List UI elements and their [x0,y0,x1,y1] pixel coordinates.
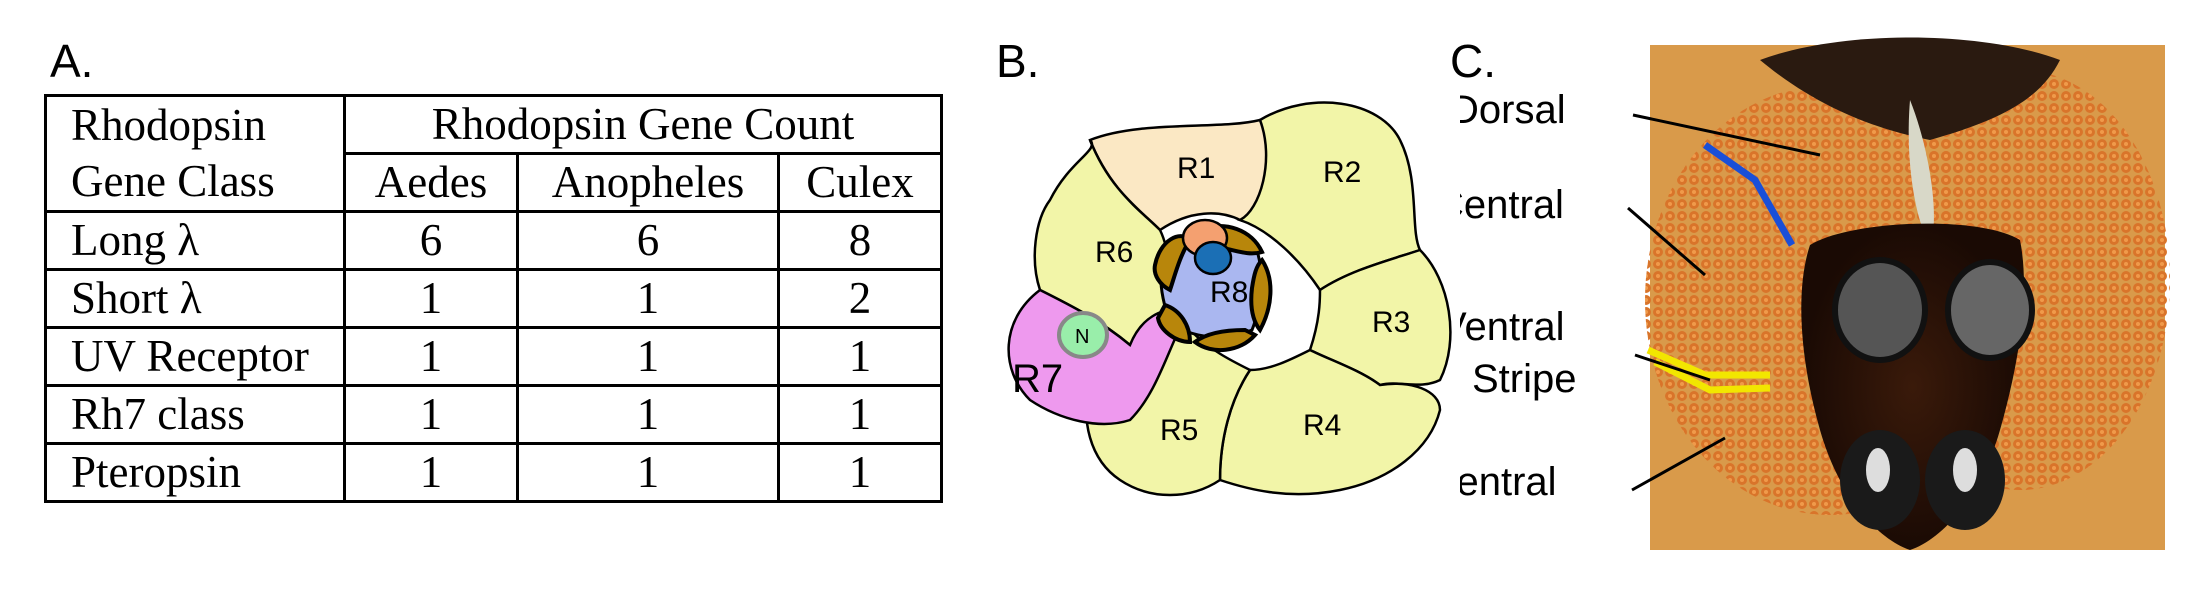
antenna-base-left [1832,257,1928,363]
table-row: Long λ 6 6 8 [44,210,943,271]
row-class: UV Receptor [44,326,346,387]
ventral-stripe-marker-1 [1646,346,1770,379]
table-row: UV Receptor 1 1 1 [44,326,943,387]
cell-value: 1 [777,384,943,445]
label-r8: R8 [1210,276,1248,309]
cell-value: 1 [777,326,943,387]
row-class: Pteropsin [44,442,346,503]
cell-value: 8 [777,210,943,271]
leader-central [1627,206,1706,277]
row-class: Long λ [44,210,346,271]
cell-value: 1 [343,384,519,445]
mosquito-eye-photo: Dorsal Central Ventral Stripe Ventral [1460,37,2170,550]
rhabdomere-3 [1249,256,1273,334]
cell-value: 1 [516,384,780,445]
row-class: Rh7 class [44,384,346,445]
highlight-left [1866,448,1890,492]
cell-value: 1 [516,326,780,387]
label-r6: R6 [1095,236,1133,269]
species-aedes: Aedes [343,152,519,213]
central-stripe [1908,100,1934,245]
annotation-ventral-stripe-line1: Ventral [1460,305,1565,349]
annotation-central: Central [1460,183,1564,227]
row-class: Short λ [44,268,346,329]
annotation-ventral: Ventral [1460,460,1557,504]
label-r7: R7 [1012,357,1063,401]
label-nucleus: N [1075,326,1089,348]
header-class-line1: Rhodopsin [44,94,346,154]
species-anopheles: Anopheles [516,152,780,213]
cell-value: 1 [343,268,519,329]
cell-value: 6 [343,210,519,271]
cell-value: 1 [516,268,780,329]
leader-ventral-stripe [1634,353,1711,382]
annotation-dorsal: Dorsal [1460,88,1566,132]
rhabdomere-1 [1152,234,1193,293]
header-class-line2: Gene Class [44,153,346,213]
nucleus [1057,311,1109,359]
label-r1: R1 [1177,152,1215,185]
leader-ventral [1631,436,1726,492]
cell-value: 2 [777,268,943,329]
cell-value: 1 [516,442,780,503]
rhabdomere-4 [1191,327,1259,353]
table-row: Rh7 class 1 1 1 [44,384,943,445]
leader-dorsal [1632,113,1821,157]
label-r2: R2 [1323,156,1361,189]
head-top [1760,37,2060,140]
cell-value: 1 [343,442,519,503]
label-r4: R4 [1303,409,1341,442]
rhodopsin-table: Rhodopsin Rhodopsin Gene Count Gene Clas… [44,94,943,503]
ommatidium-diagram: R1 R2 R3 R4 R5 R6 R8 N R7 [1007,101,1452,497]
highlight-right [1953,448,1977,492]
cell-value: 6 [516,210,780,271]
panel-c-label: C. [1450,35,1496,87]
ventral-stripe-marker-2 [1653,358,1771,394]
table-row: Pteropsin 1 1 1 [44,442,943,503]
cell-r7 [1007,288,1193,426]
label-r5: R5 [1160,414,1198,447]
rhabdomere-5 [1155,302,1193,345]
cell-value: 1 [343,326,519,387]
header-count-title: Rhodopsin Gene Count [343,94,943,155]
label-r3: R3 [1372,306,1410,339]
annotation-ventral-stripe-line2: Stripe [1472,357,1577,401]
table-row: Short λ 1 1 2 [44,268,943,329]
panel-b-label: B. [996,35,1040,87]
cell-value: 1 [777,442,943,503]
blue-blob [1193,240,1233,276]
dorsal-marker [1702,142,1796,247]
antenna-base-right [1945,259,2035,361]
species-culex: Culex [777,152,943,213]
panel-a-label: A. [50,35,94,87]
